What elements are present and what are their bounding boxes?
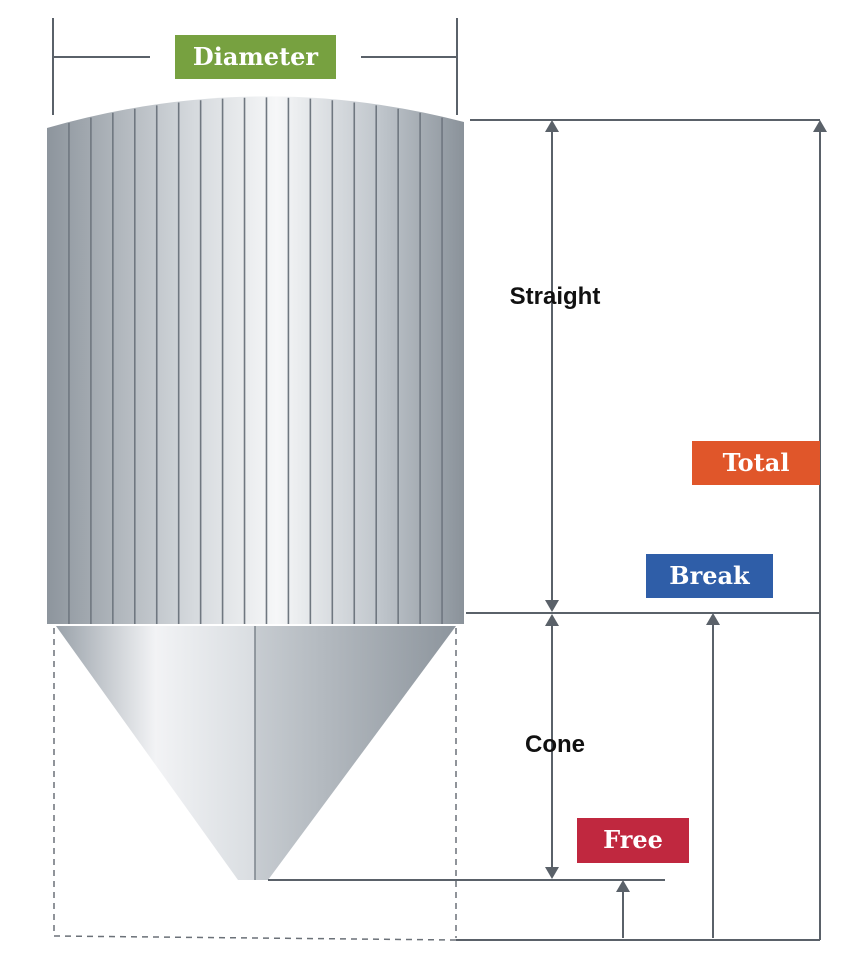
reference-lines [268,119,820,941]
break-dimension [706,613,720,938]
diameter-dimension [52,18,458,115]
straight-dimension [545,120,559,612]
free-tag: Free [577,818,689,863]
total-dimension [813,120,827,940]
free-label: Free [603,825,663,854]
break-tag: Break [646,554,773,598]
straight-label: Straight [510,283,601,310]
cone-dimension [545,614,559,879]
diameter-tag: Diameter [175,35,336,79]
diameter-label: Diameter [193,42,319,71]
break-label: Break [669,561,751,590]
silo-cone [56,626,456,880]
dashed-outline [53,628,457,941]
free-dimension [616,880,630,938]
total-label: Total [723,448,790,477]
cone-label: Cone [525,731,585,758]
total-tag: Total [692,441,820,485]
silo-body [47,96,464,625]
silo-ribs [68,97,443,624]
